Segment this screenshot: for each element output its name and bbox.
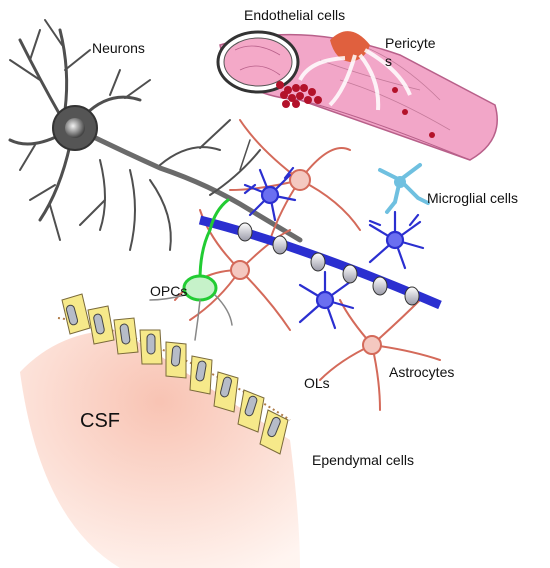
neuron (8, 19, 303, 251)
csf-region (20, 330, 300, 568)
red-cell-cluster (276, 81, 435, 138)
label-ependymal-cells: Ependymal cells (312, 452, 414, 468)
label-pericytes-line2: s (385, 53, 392, 69)
microglia (378, 163, 430, 214)
pericyte (298, 31, 412, 111)
label-pericytes-line1: Pericyte (385, 35, 436, 51)
label-csf: CSF (80, 410, 120, 432)
label-pericytes: Pericyte s (385, 34, 455, 70)
label-ols: OLs (304, 375, 330, 391)
label-neurons: Neurons (92, 40, 145, 56)
label-endothelial-cells: Endothelial cells (244, 7, 346, 23)
label-microglial-cells: Microglial cells (427, 190, 519, 206)
label-opcs: OPCs (150, 283, 188, 299)
ependymal-cell (189, 355, 213, 395)
ependymal-cell (87, 305, 115, 345)
ependymal-cell (61, 293, 91, 335)
opc (149, 198, 233, 341)
ependymal-cell (139, 329, 163, 365)
label-astrocytes: Astrocytes (389, 364, 455, 380)
ependymal-layer (57, 293, 291, 455)
blood-vessel (216, 30, 498, 161)
astrocyte (174, 119, 441, 411)
ependymal-cell (213, 371, 239, 413)
ependymal-cell (165, 341, 187, 379)
ependymal-cell (237, 389, 265, 433)
myelinated-axon (198, 215, 442, 310)
ependymal-cell (259, 409, 289, 455)
oligodendrocyte (243, 166, 425, 330)
ependymal-cell (113, 317, 139, 355)
